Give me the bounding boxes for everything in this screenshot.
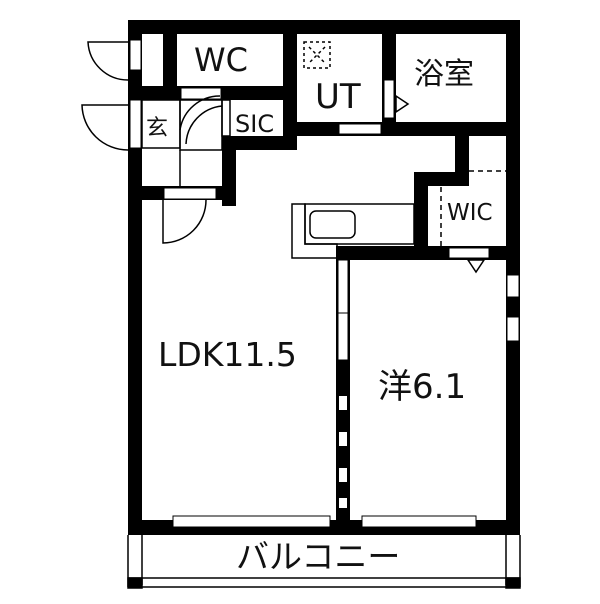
wic-dashes	[440, 170, 506, 246]
window-western	[361, 515, 477, 528]
room-label-ut: UT	[315, 77, 361, 117]
ldk-door-swing	[162, 199, 207, 244]
kitchen-sink	[309, 210, 356, 239]
balcony	[127, 535, 521, 589]
kitchen-counter	[291, 203, 415, 259]
window-ldk	[172, 515, 331, 528]
door-swings	[81, 41, 223, 244]
front-door-opening-1	[129, 39, 142, 71]
window-right-1	[506, 274, 520, 298]
room-label-western: 洋6.1	[378, 367, 467, 407]
room-label-entrance: 玄	[146, 116, 169, 141]
bath-door-arrow	[395, 94, 410, 114]
washer-spot	[303, 41, 331, 69]
room-label-wic: WIC	[447, 200, 493, 226]
room-label-wc: WC	[194, 41, 248, 79]
room-label-bath: 浴室	[414, 57, 474, 92]
sic-door-swing-2	[185, 105, 223, 145]
front-door-opening-2	[129, 99, 142, 149]
windows	[129, 39, 520, 528]
interior-door-openings	[163, 79, 490, 259]
entrance-outlines	[141, 99, 231, 186]
front-door-swing-2	[81, 104, 129, 151]
room-label-sic: SIC	[235, 110, 275, 138]
wic-door-arrow	[466, 259, 486, 274]
window-right-2	[506, 316, 520, 342]
sliding-partition	[337, 259, 349, 508]
room-label-ldk: LDK11.5	[158, 335, 297, 374]
door-arrows	[395, 94, 486, 274]
room-label-balcony: バルコニー	[236, 537, 401, 576]
sic-door-swing-1	[179, 95, 221, 131]
front-door-swing-1	[87, 41, 129, 81]
